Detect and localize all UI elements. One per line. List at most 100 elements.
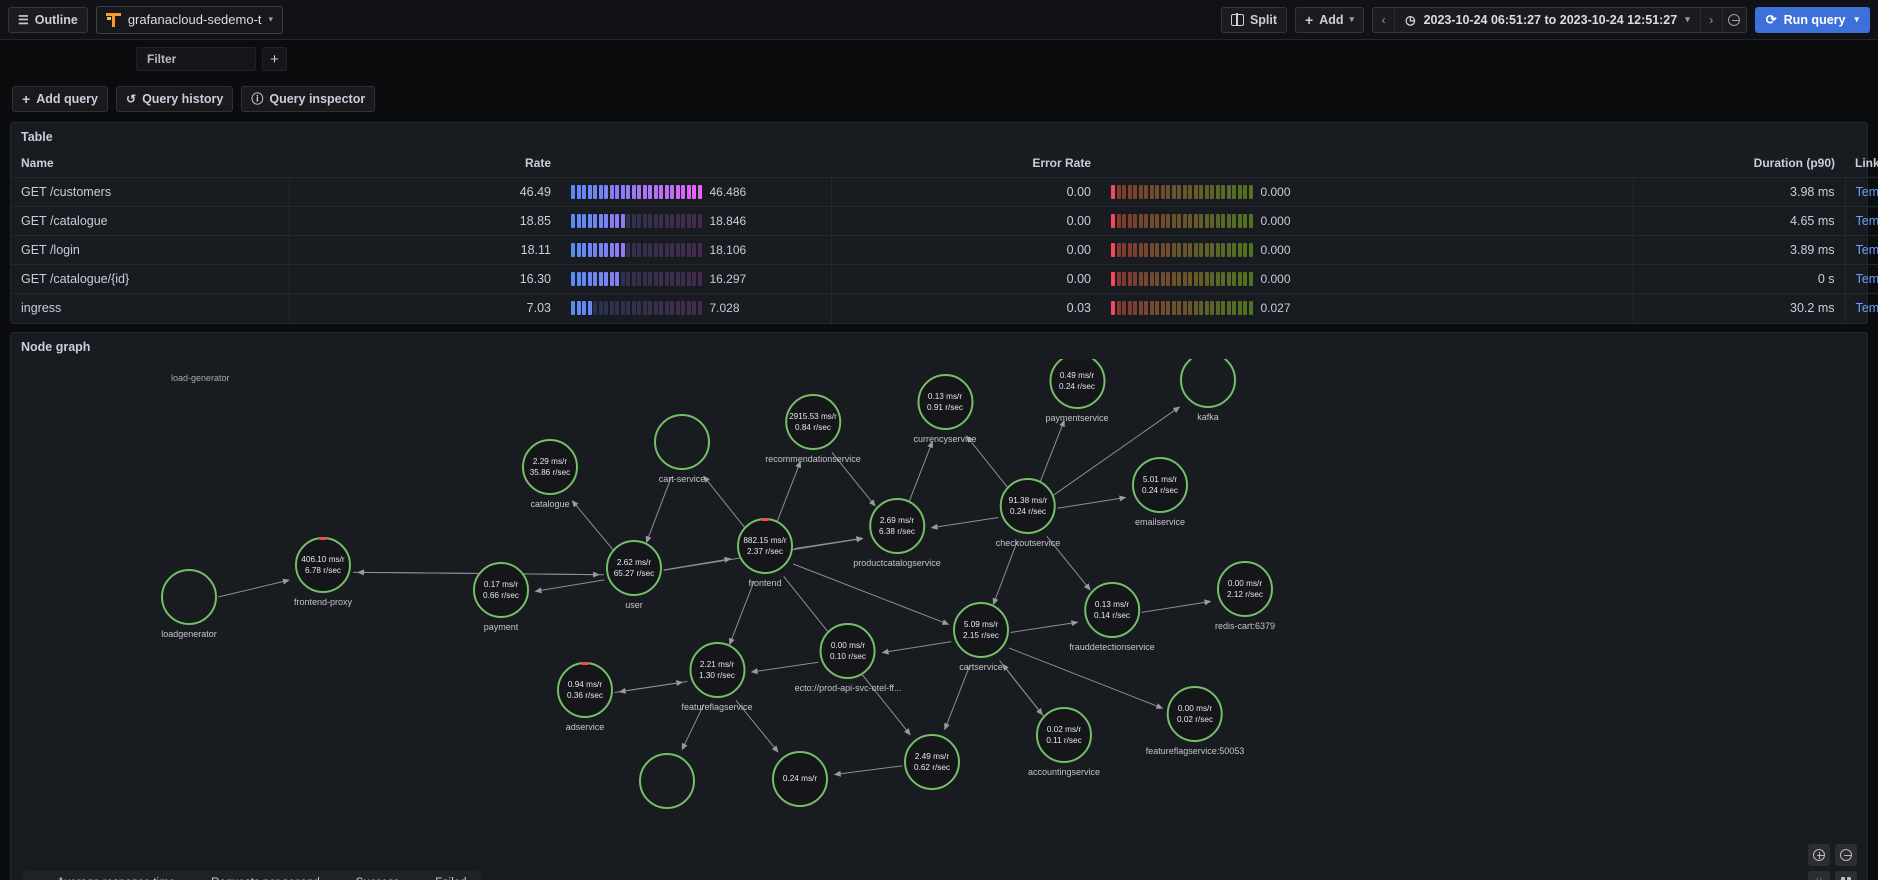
column-header-links[interactable]: Links: [1855, 156, 1878, 170]
cell-error-rate[interactable]: 0.00: [830, 264, 1101, 294]
cell-duration[interactable]: 3.89 ms: [1632, 235, 1845, 265]
legend-item[interactable]: Success: [336, 877, 399, 880]
zoom-in-button[interactable]: [1808, 843, 1830, 866]
cell-error-rate[interactable]: 0.00: [830, 206, 1101, 236]
node-circle[interactable]: [639, 752, 695, 809]
graph-node-bottomleft[interactable]: [639, 752, 695, 809]
cell-link[interactable]: Tempo: [1844, 293, 1878, 323]
layout-button[interactable]: ⑂: [1808, 870, 1830, 880]
cell-link[interactable]: Tempo: [1844, 206, 1878, 236]
column-header-duration[interactable]: Duration (p90): [1753, 156, 1835, 170]
outline-button[interactable]: ☰ Outline: [8, 6, 88, 33]
query-history-button[interactable]: ↺ Query history: [116, 86, 234, 112]
cell-duration[interactable]: 3.98 ms: [1632, 177, 1845, 207]
cell-rate[interactable]: 16.30: [288, 264, 561, 294]
cell-rate[interactable]: 18.11: [288, 235, 561, 265]
time-range-picker[interactable]: ‹ ◷ 2023-10-24 06:51:27 to 2023-10-24 12…: [1372, 6, 1747, 33]
run-query-button[interactable]: ⟳ Run query ▾: [1754, 6, 1870, 33]
column-header-name[interactable]: Name: [21, 156, 54, 170]
datasource-picker[interactable]: grafanacloud-sedemo-t ▾: [95, 5, 284, 34]
graph-node-cart-service[interactable]: cart-service: [654, 413, 710, 484]
cell-duration[interactable]: 0 s: [1632, 264, 1845, 294]
add-query-button[interactable]: + Add query: [12, 86, 108, 112]
cell-rate[interactable]: 7.03: [288, 293, 561, 323]
cell-rate[interactable]: 46.49: [288, 177, 561, 207]
grid-button[interactable]: [1835, 870, 1857, 880]
split-button[interactable]: Split: [1220, 6, 1288, 33]
add-filter-button[interactable]: +: [262, 47, 287, 71]
time-range-value-wrap[interactable]: ◷ 2023-10-24 06:51:27 to 2023-10-24 12:5…: [1395, 13, 1700, 27]
time-next-button[interactable]: ›: [1699, 7, 1722, 32]
legend-item[interactable]: Failed: [415, 877, 466, 880]
cell-link[interactable]: Tempo: [1844, 235, 1878, 265]
cell-error-rate[interactable]: 0.00: [830, 235, 1101, 265]
cell-duration[interactable]: 30.2 ms: [1632, 293, 1845, 323]
node-circle[interactable]: [161, 568, 217, 625]
column-header-error-rate[interactable]: Error Rate: [1032, 156, 1091, 170]
query-inspector-button[interactable]: ⓘ Query inspector: [241, 86, 376, 112]
cell-link[interactable]: Tempo: [1844, 264, 1878, 294]
node-circle[interactable]: [654, 413, 710, 470]
graph-node-kafka[interactable]: kafka: [1180, 358, 1236, 422]
cell-rate[interactable]: 18.85: [288, 206, 561, 236]
cell-error-rate[interactable]: 0.00: [830, 177, 1101, 207]
cell-duration[interactable]: 4.65 ms: [1632, 206, 1845, 236]
column-header-rate[interactable]: Rate: [524, 156, 551, 170]
legend-item[interactable]: Requests per second: [191, 877, 320, 880]
node-circle[interactable]: 0.24 ms/r: [772, 750, 828, 807]
add-button[interactable]: + Add ▾: [1295, 6, 1365, 33]
node-circle[interactable]: [1180, 358, 1236, 408]
graph-node-bottomnode[interactable]: 0.24 ms/r: [772, 750, 828, 807]
zoom-out-button[interactable]: [1835, 843, 1857, 866]
filter-input[interactable]: Filter: [136, 47, 256, 71]
cell-error-rate[interactable]: 0.03: [830, 293, 1101, 323]
cell-link[interactable]: Tempo: [1844, 177, 1878, 207]
time-prev-button[interactable]: ‹: [1373, 7, 1396, 32]
